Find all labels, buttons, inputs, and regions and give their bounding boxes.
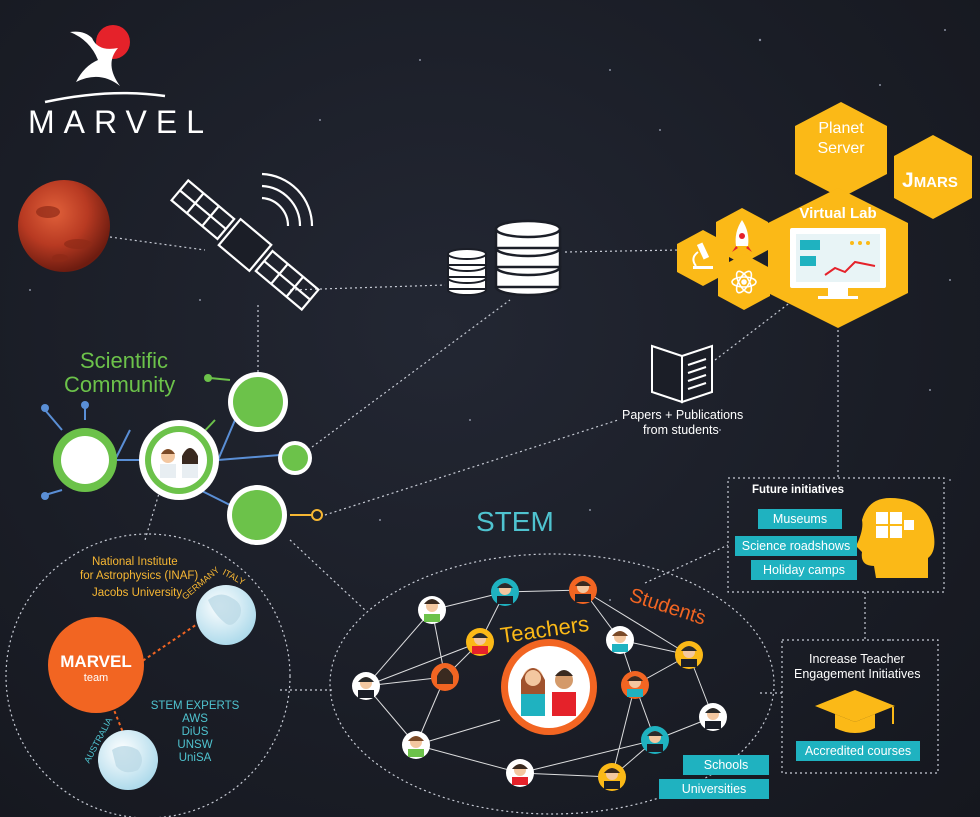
student-avatar <box>352 672 380 700</box>
mars-planet-icon <box>18 180 110 272</box>
inaf-label-line2: for Astrophysics (INAF) <box>80 570 199 582</box>
student-avatar <box>418 596 446 624</box>
universities-chip[interactable]: Universities <box>659 779 769 799</box>
stem-experts-list: STEM EXPERTS AWS DiUS UNSW UniSA <box>150 700 240 765</box>
student-avatar <box>491 578 519 606</box>
marvel-team-node <box>48 617 144 713</box>
head-puzzle-icon <box>856 498 935 578</box>
stem-expert-item: UniSA <box>178 752 212 764</box>
teacher-engagement-title-line2: Engagement Initiatives <box>794 667 921 681</box>
stem-title: STEM <box>476 506 554 537</box>
jacobs-label: Jacobs University <box>92 587 183 599</box>
database-icon-large <box>494 219 562 297</box>
node-green-small <box>278 441 312 475</box>
papers-label-line2: from students <box>643 423 719 437</box>
future-initiatives-title: Future initiatives <box>752 484 845 496</box>
science-network-green-lines <box>199 377 231 437</box>
student-avatar <box>675 641 703 669</box>
connector-lines <box>109 236 866 694</box>
rocket-icon <box>732 220 752 252</box>
student-avatar <box>402 731 430 759</box>
scientific-community-label-line2: Community <box>64 372 176 397</box>
stem-expert-item: AWS <box>182 713 208 725</box>
student-avatar <box>606 626 634 654</box>
node-white-left <box>53 428 117 492</box>
student-avatar <box>598 763 626 791</box>
globe-australia-icon <box>98 730 158 790</box>
student-avatar <box>506 759 534 787</box>
star-field <box>29 29 951 761</box>
microscope-icon <box>692 242 713 269</box>
teacher-engagement-box <box>781 639 939 774</box>
holiday-camps-chip[interactable]: Holiday camps <box>751 560 857 580</box>
node-scientists <box>139 420 219 500</box>
stem-expert-item: UNSW <box>177 739 213 751</box>
virtual-lab-label: Virtual Lab <box>799 205 877 222</box>
student-avatar <box>699 703 727 731</box>
student-avatar <box>466 628 494 656</box>
marvel-team-subtitle: team <box>83 672 109 684</box>
stem-boundary <box>329 553 775 815</box>
marvel-wordmark: MARVEL <box>28 104 214 140</box>
teacher-engagement-title-line1: Increase Teacher <box>809 652 905 666</box>
museums-chip[interactable]: Museums <box>758 509 842 529</box>
stem-experts-heading: STEM EXPERTS <box>150 700 240 712</box>
node-green-top <box>228 372 288 432</box>
student-avatar <box>621 671 649 699</box>
jmars-j: J <box>902 169 914 192</box>
globe-europe-icon <box>196 585 256 645</box>
database-icon-small <box>447 248 487 296</box>
student-avatar <box>641 726 669 754</box>
hexagon-cluster <box>677 102 972 328</box>
planet-server-label-line2: Server <box>817 140 865 157</box>
graduation-cap-icon <box>815 690 895 733</box>
marvel-team-title: MARVEL <box>60 652 132 671</box>
student-avatar <box>569 576 597 604</box>
scientific-community-label-line1: Scientific <box>80 348 169 373</box>
jmars-label: JMARS <box>902 169 958 193</box>
student-avatar <box>431 663 459 691</box>
papers-label-line1: Papers + Publications <box>622 408 744 422</box>
satellite-icon <box>169 172 321 312</box>
atom-icon <box>731 270 757 294</box>
stem-expert-item: DiUS <box>181 726 209 738</box>
schools-chip[interactable]: Schools <box>683 755 769 775</box>
teachers-node <box>501 639 597 735</box>
science-roadshows-chip[interactable]: Science roadshows <box>735 536 857 556</box>
jmars-rest: MARS <box>913 174 958 191</box>
inaf-label-line1: National Institute <box>92 556 178 568</box>
node-green-bottom <box>227 485 287 545</box>
accredited-courses-chip[interactable]: Accredited courses <box>796 741 920 761</box>
planet-server-label-line1: Planet <box>818 120 864 137</box>
virtual-lab-monitor-icon <box>790 228 886 299</box>
marvel-logo <box>44 25 166 104</box>
marvel-team-boundary <box>5 533 291 817</box>
book-icon <box>651 344 713 404</box>
